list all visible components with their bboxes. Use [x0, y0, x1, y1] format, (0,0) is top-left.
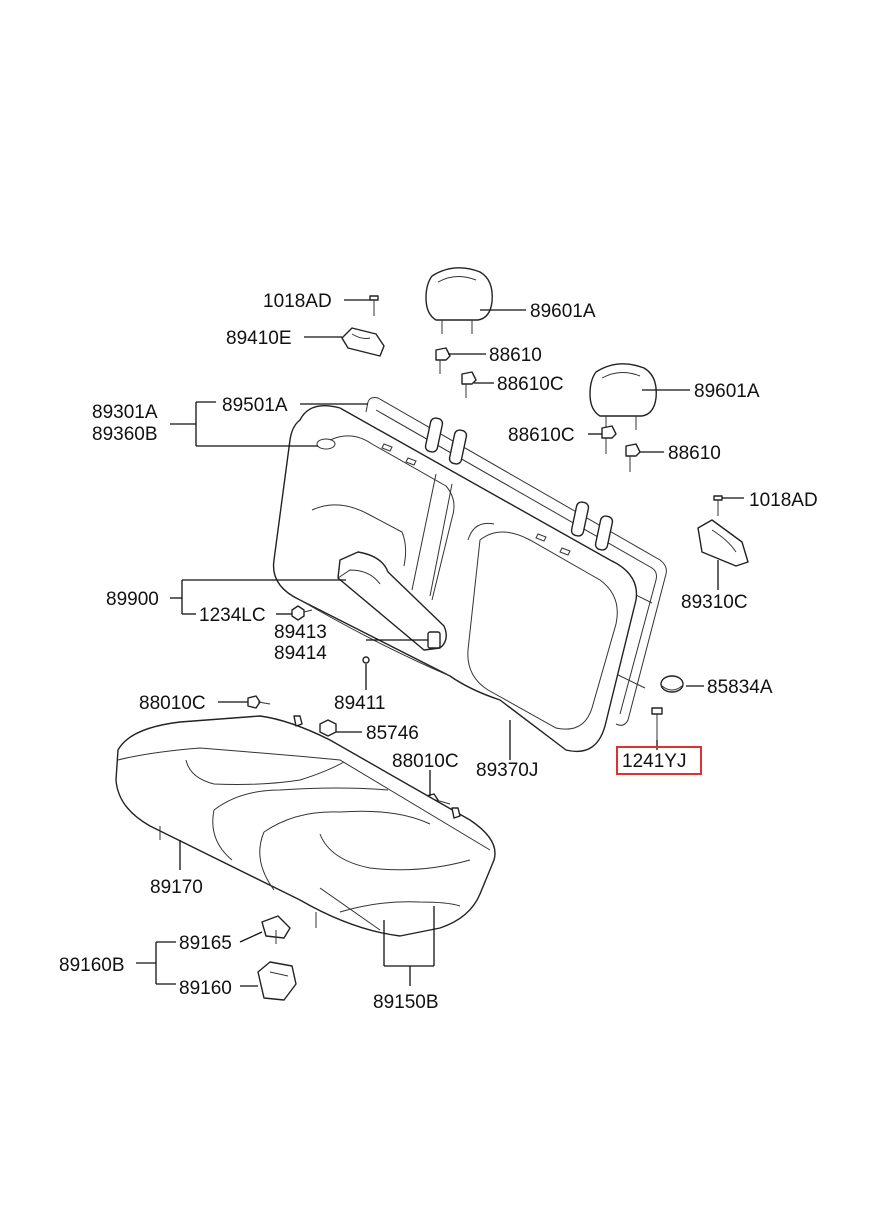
headrest-guides [424, 417, 614, 551]
screw-icon-top [369, 295, 379, 316]
hook-icon-89160 [257, 961, 297, 1001]
label-85834A: 85834A [707, 677, 773, 698]
label-88010C-b: 88010C [392, 751, 459, 772]
bolt-icon-88010C-a [247, 695, 271, 709]
label-89160B: 89160B [59, 955, 125, 976]
label-1234LC: 1234LC [199, 605, 266, 626]
headrest-left [425, 267, 493, 334]
hinge-bracket-89410E [341, 327, 385, 357]
label-89601A-right: 89601A [694, 381, 760, 402]
clip-icon-85746 [319, 719, 337, 737]
label-89360B: 89360B [92, 424, 158, 445]
label-89414: 89414 [274, 643, 327, 664]
part-labels: 1018AD 89410E 89601A 88610 88610C 89601A… [59, 291, 818, 1013]
label-88610C-b: 88610C [508, 425, 575, 446]
label-1018AD-right: 1018AD [749, 490, 818, 511]
hinge-bracket-89310C [697, 519, 749, 567]
label-89413: 89413 [274, 622, 327, 643]
leader-lines [136, 299, 744, 987]
label-89301A: 89301A [92, 402, 158, 423]
guide-sleeve-icons [435, 347, 641, 472]
bolt-icon-1234LC [291, 605, 313, 621]
label-88610-a: 88610 [489, 345, 542, 366]
bolt-icon-1241YJ [651, 707, 663, 740]
label-88610C-a: 88610C [497, 374, 564, 395]
label-85746: 85746 [366, 723, 419, 744]
label-89410E: 89410E [226, 328, 292, 349]
pin-icon-89411 [362, 656, 370, 664]
armrest [337, 551, 447, 651]
label-89900: 89900 [106, 589, 159, 610]
label-89160: 89160 [179, 978, 232, 999]
seat-back [272, 405, 638, 753]
label-89170: 89170 [150, 877, 203, 898]
label-89165: 89165 [179, 933, 232, 954]
label-89150B: 89150B [373, 992, 439, 1013]
headrest-right [589, 363, 657, 430]
label-1018AD-top: 1018AD [263, 291, 332, 312]
label-89411: 89411 [334, 693, 385, 714]
label-89310C: 89310C [681, 592, 748, 613]
label-89370J: 89370J [476, 760, 538, 781]
cap-icon-85834A [660, 675, 684, 693]
label-89601A-left: 89601A [530, 301, 596, 322]
label-88010C-a: 88010C [139, 693, 206, 714]
highlight-box-1241YJ [616, 746, 702, 775]
label-88610-b: 88610 [668, 443, 721, 464]
clip-icon-89165 [261, 915, 291, 944]
screw-icon-right [713, 495, 723, 516]
seat-cushion [115, 715, 496, 937]
label-1241YJ: 1241YJ [622, 751, 686, 772]
label-89501A: 89501A [222, 395, 288, 416]
